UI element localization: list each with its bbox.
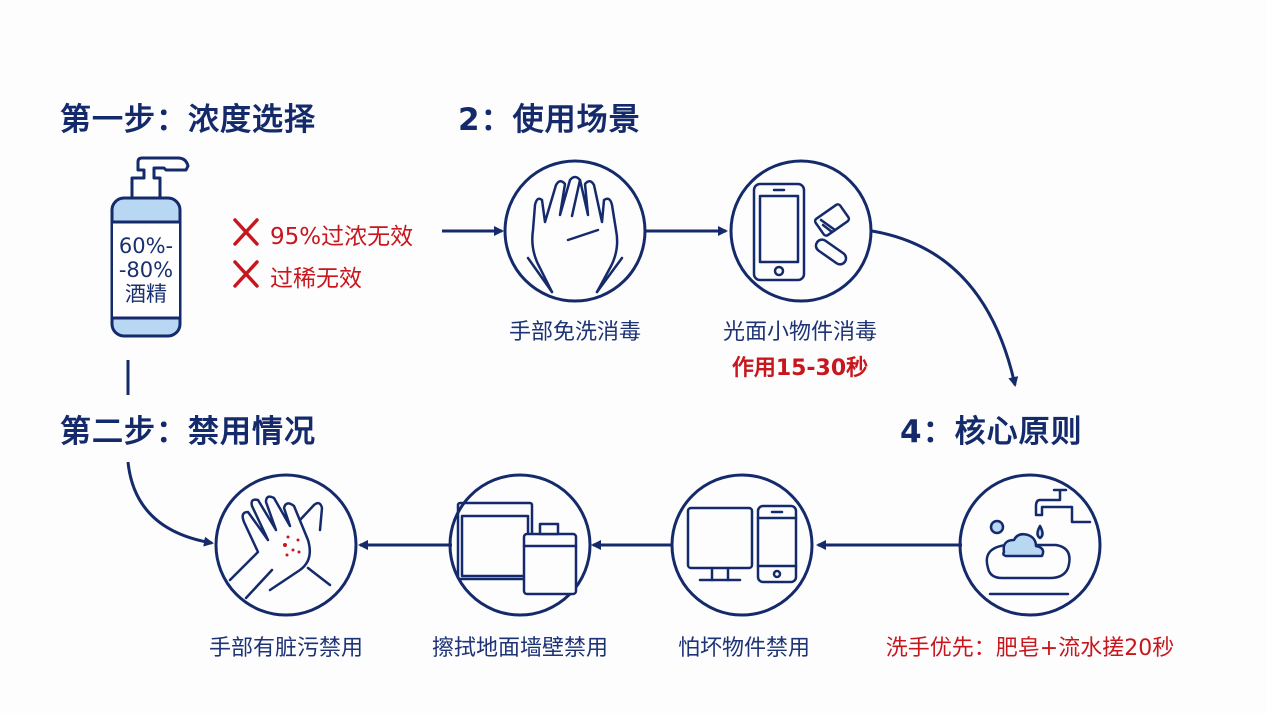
warning-too-concentrated: 95%过浓无效 <box>270 224 414 250</box>
faucet-soap-icon <box>958 473 1102 617</box>
dirty-hands-icon <box>214 473 358 617</box>
bottle-label-line: 60%- <box>118 234 174 258</box>
sanitizer-bottle-icon <box>110 156 190 338</box>
arrow-to-dirty-hands <box>126 461 214 547</box>
bottle-label-line: -80% <box>118 258 174 282</box>
phone-and-keys-icon <box>729 159 873 303</box>
monitor-phone-icon <box>670 473 814 617</box>
wall-floor-icon <box>448 473 592 617</box>
cross-icon <box>233 260 259 288</box>
forbidden-heading: 第二步：禁用情况 <box>60 414 316 450</box>
cross-icon <box>233 218 259 246</box>
warning-too-diluted: 过稀无效 <box>270 266 362 292</box>
caption-dirty-hands: 手部有脏污禁用 <box>208 636 363 661</box>
arrow-to-core-principle <box>871 229 1019 387</box>
caption-fragile-items: 怕坏物件禁用 <box>677 636 810 661</box>
note-duration: 作用15-30秒 <box>731 356 869 381</box>
caption-wall-floor: 擦拭地面墙壁禁用 <box>431 636 608 661</box>
caption-small-objects: 光面小物件消毒 <box>722 320 877 345</box>
bottle-label-line: 酒精 <box>125 282 167 306</box>
bottle-label: 60%- -80% 酒精 <box>114 234 178 306</box>
caption-hand-sanitize: 手部免洗消毒 <box>508 320 641 345</box>
step1-heading: 第一步：浓度选择 <box>60 102 316 138</box>
core-principle-heading: 4：核心原则 <box>900 414 1083 450</box>
usage-heading: 2：使用场景 <box>458 102 641 138</box>
hands-clapping-icon <box>503 159 647 303</box>
caption-wash-hands-first: 洗手优先：肥皂+流水搓20秒 <box>885 636 1175 661</box>
